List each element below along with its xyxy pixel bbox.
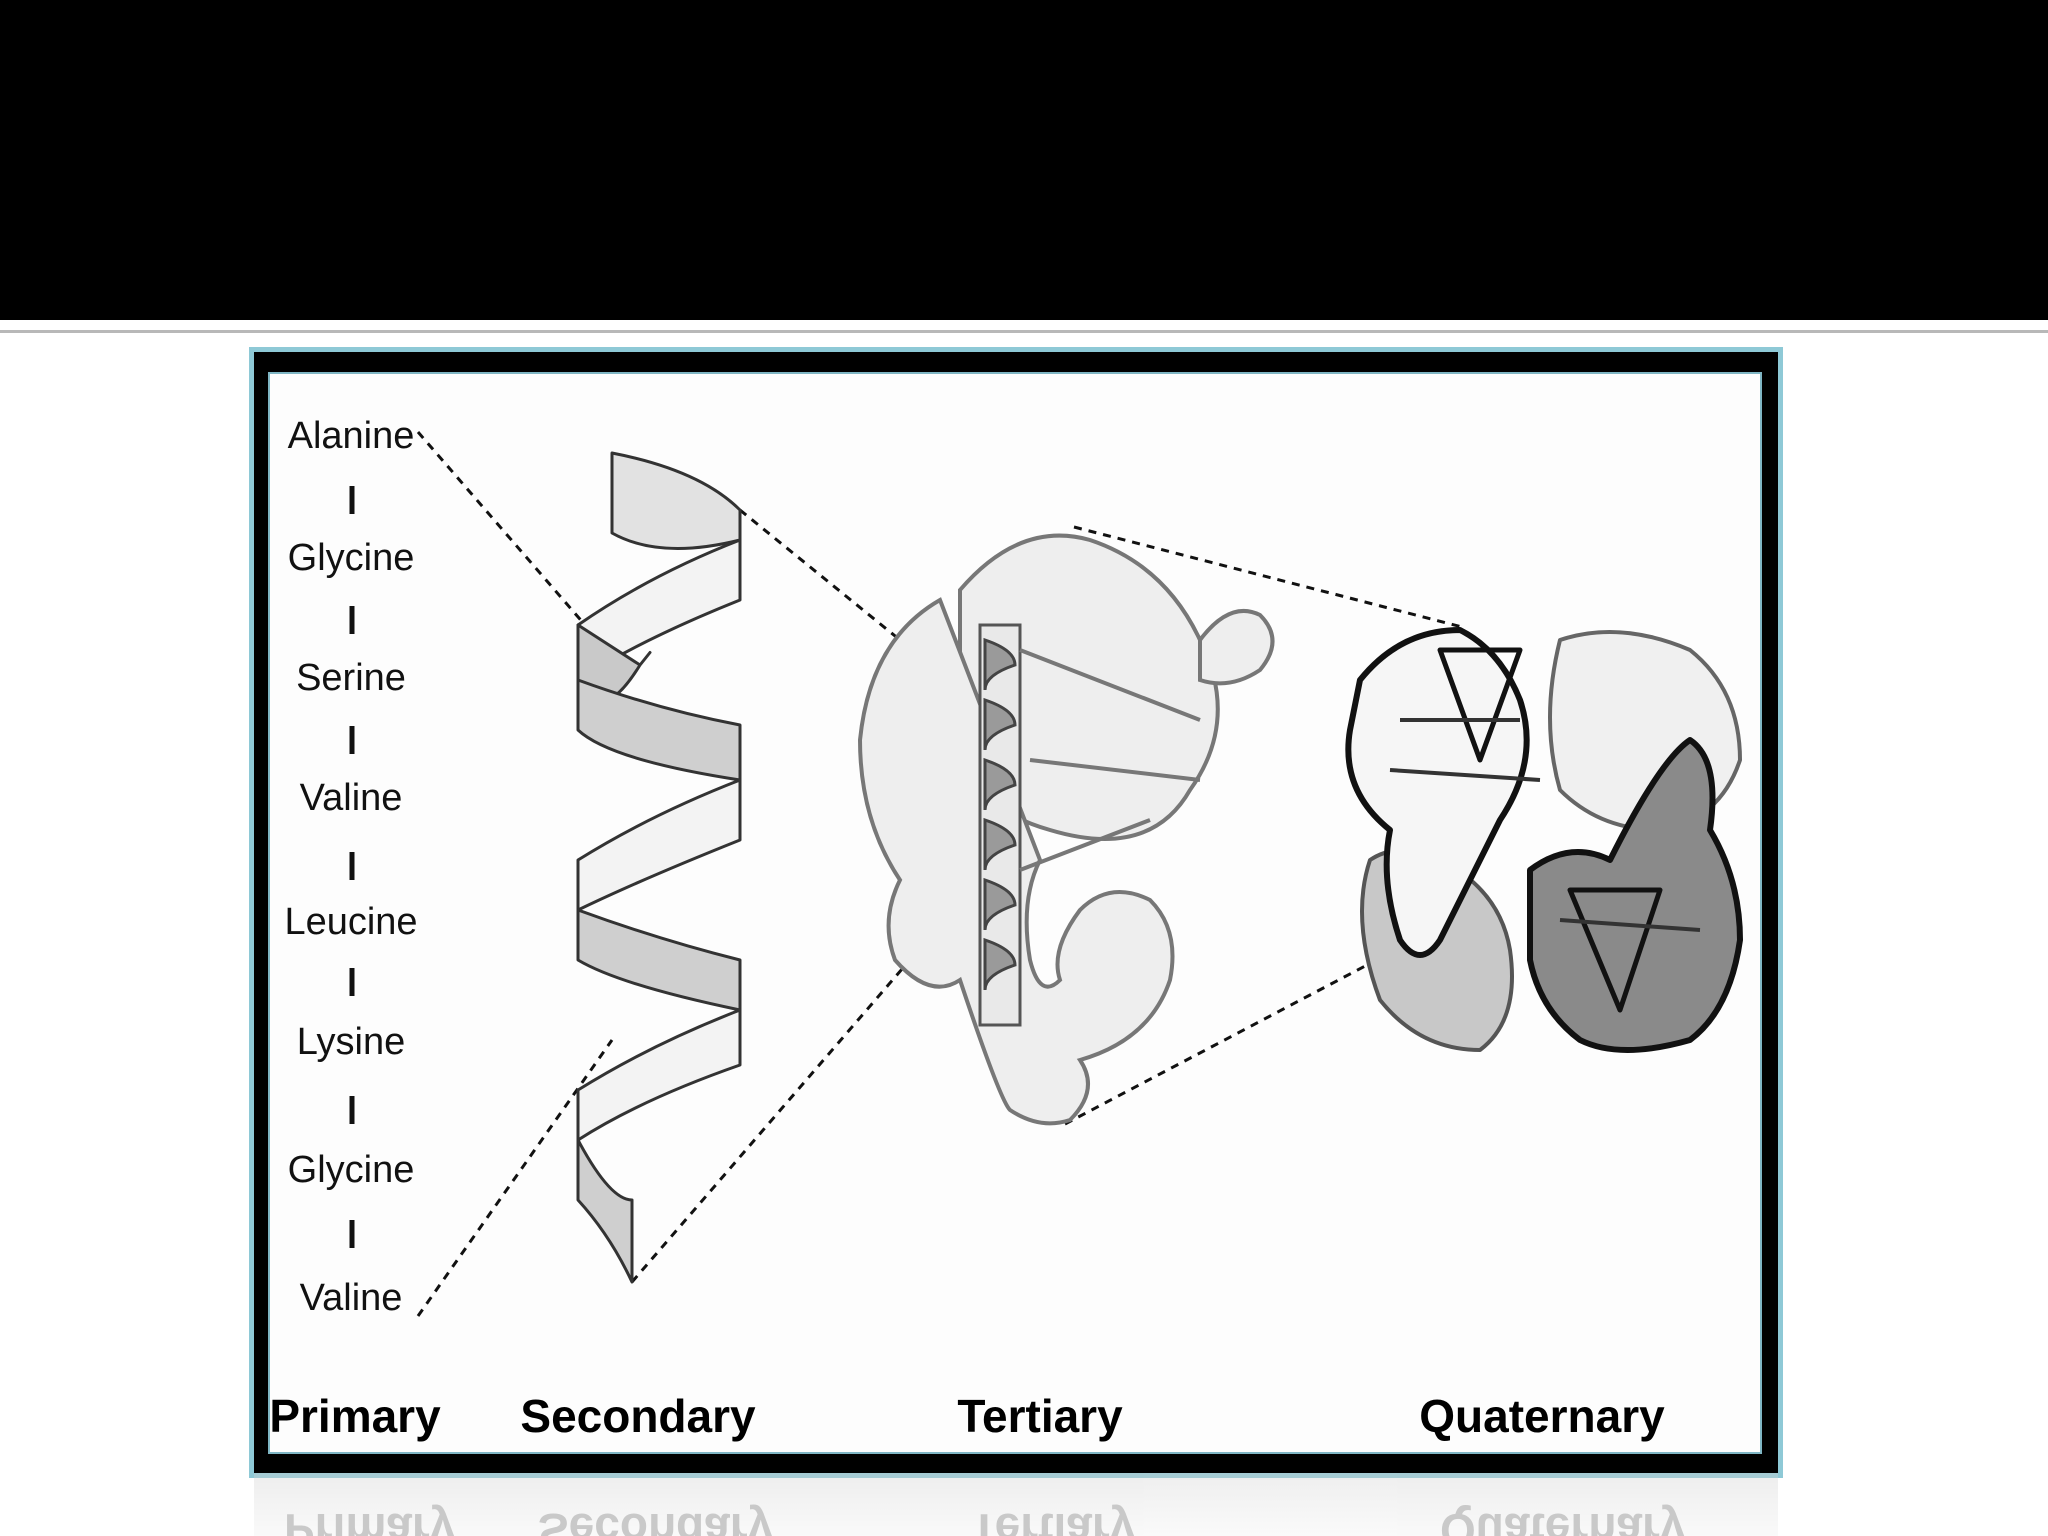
reflection-content: Primary Secondary Tertiary Quaternary xyxy=(254,1473,1778,1536)
amino-acid-label: Serine xyxy=(296,657,406,699)
stage-label-tertiary: Tertiary xyxy=(957,1390,1123,1442)
tertiary-fold xyxy=(857,533,1275,1126)
reflection-label: Secondary xyxy=(538,1504,774,1536)
amino-acid-label: Glycine xyxy=(288,537,415,579)
buried-helix xyxy=(983,637,1017,991)
stage-label-secondary: Secondary xyxy=(520,1390,756,1442)
connector-line xyxy=(416,1039,614,1317)
figure-reflection: Primary Secondary Tertiary Quaternary xyxy=(254,1473,1778,1536)
amino-acid-label: Alanine xyxy=(288,415,415,457)
connector-line xyxy=(630,924,942,1283)
reflection-label: Primary xyxy=(284,1504,456,1536)
stage-label-primary: Primary xyxy=(269,1390,441,1442)
subunit xyxy=(1527,737,1743,1053)
title-divider xyxy=(0,330,2048,333)
subunit xyxy=(1345,627,1530,958)
stage-label-quaternary: Quaternary xyxy=(1419,1390,1665,1442)
reflection-label: Tertiary xyxy=(970,1504,1136,1536)
alpha-helix-ribbon xyxy=(576,451,742,1284)
connector-line xyxy=(1073,525,1463,629)
quaternary-assembly xyxy=(1345,627,1743,1053)
reflection-label: Quaternary xyxy=(1440,1504,1686,1536)
amino-acid-label: Lysine xyxy=(297,1021,405,1063)
slide-title-bar xyxy=(0,0,2048,320)
connector-line xyxy=(416,431,587,626)
amino-acid-label: Glycine xyxy=(288,1149,415,1191)
primary-chain: Alanine Glycine Serine Valine Leucine Ly… xyxy=(284,415,417,1319)
amino-acid-label: Valine xyxy=(300,777,403,819)
amino-acid-label: Valine xyxy=(300,1277,403,1319)
amino-acid-label: Leucine xyxy=(284,901,417,943)
